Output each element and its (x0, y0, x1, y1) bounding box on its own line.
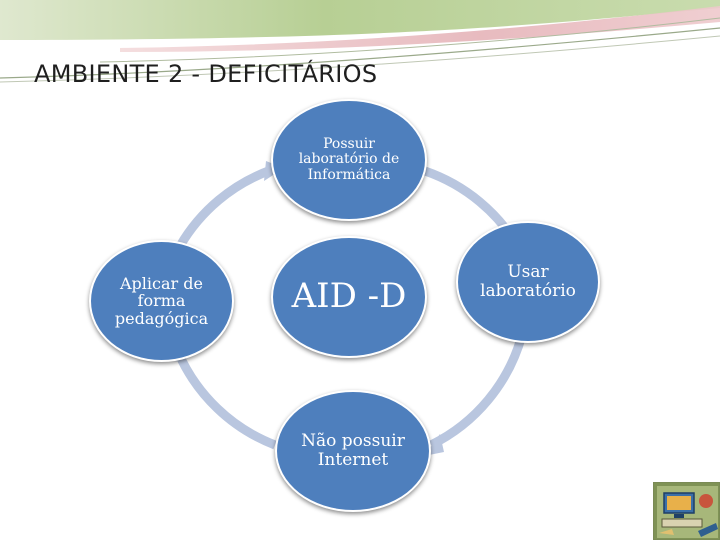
node-center: AID -D (271, 236, 427, 358)
computer-clipart-icon (653, 482, 720, 540)
node-bottom: Não possuir Internet (275, 390, 431, 512)
node-right-label: Usar laboratório (480, 263, 576, 300)
node-bottom-label: Não possuir Internet (301, 432, 405, 469)
ring-segment-left-top (180, 170, 271, 246)
clipart-drawing (654, 483, 720, 540)
node-center-label: AID -D (292, 278, 407, 315)
node-top-label: Possuir laboratório de Informática (299, 137, 400, 183)
node-top: Possuir laboratório de Informática (271, 99, 427, 221)
ring-segment-right-bottom (431, 335, 522, 445)
node-left: Aplicar de forma pedagógica (89, 240, 234, 362)
ring-segment-bottom-left (178, 352, 275, 445)
node-left-label: Aplicar de forma pedagógica (115, 275, 208, 328)
node-right: Usar laboratório (456, 221, 600, 343)
